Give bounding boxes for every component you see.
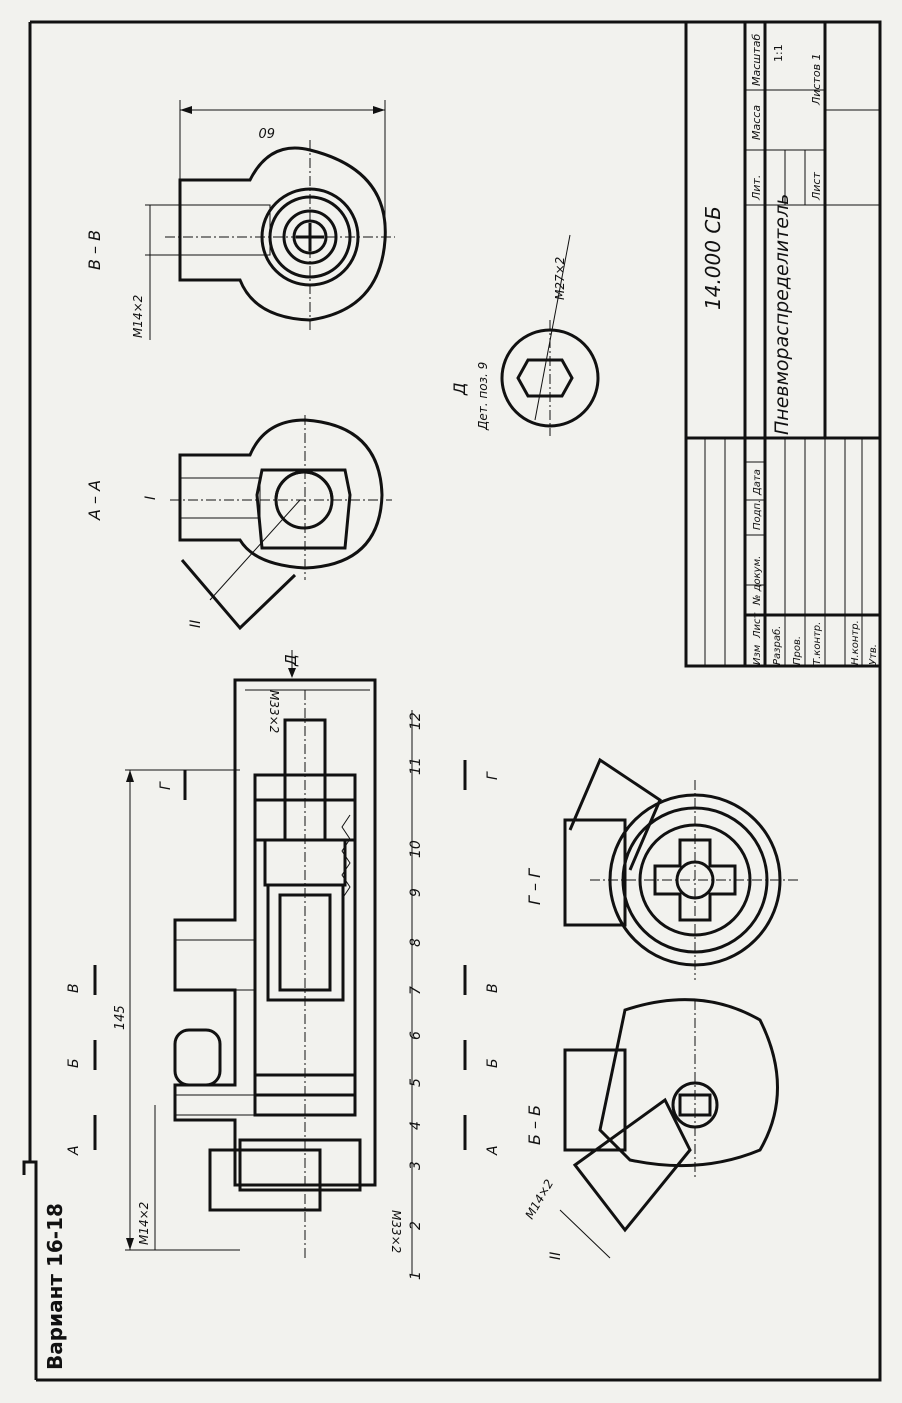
dim-m27: М27×2	[553, 257, 567, 300]
mark-roman-2b: II	[548, 1252, 564, 1260]
label-view-d-note: Дет. поз. 9	[476, 362, 490, 431]
change-doc: № докум.	[752, 556, 763, 606]
pos-2: 2	[408, 1221, 424, 1230]
dim-m14-left: М14×2	[137, 1202, 151, 1245]
dim-145: 145	[113, 1005, 128, 1030]
role-utv: Утв.	[868, 644, 879, 665]
title-block: 14.000 СБ Пневмораспределитель Лит. Масс…	[684, 20, 882, 668]
header-scale: Масштаб	[750, 34, 763, 86]
change-izm: Изм	[752, 644, 763, 665]
product-name: Пневмораспределитель	[771, 194, 793, 435]
sheets-label: Листов 1	[810, 53, 823, 106]
pos-7: 7	[408, 986, 424, 995]
pos-9: 9	[408, 888, 424, 897]
pos-1: 1	[408, 1271, 424, 1280]
mark-a-bottom: А	[485, 1145, 501, 1156]
main-section: 145 М14×2 М33×2 М33×2 Д	[113, 650, 403, 1260]
label-view-d: Д	[450, 383, 469, 397]
designation: 14.000 СБ	[701, 206, 725, 310]
cut-marks	[93, 760, 467, 1150]
label-section-gg: Г – Г	[525, 868, 544, 905]
mark-roman-1: I	[143, 496, 159, 500]
section-gg-view: Г – Г	[525, 757, 800, 980]
pos-4: 4	[408, 1121, 424, 1130]
mark-v-bottom: В	[485, 983, 501, 993]
variant-label: Вариант 16-18	[43, 1203, 67, 1370]
change-list: Лист	[752, 611, 763, 639]
role-prov: Пров.	[792, 636, 803, 665]
pos-10: 10	[408, 840, 424, 858]
label-section-bb: Б – Б	[525, 1105, 544, 1145]
change-sign: Подп.	[752, 500, 763, 530]
section-aa-view: I II А – А	[85, 415, 392, 631]
mark-g-top: Г	[158, 781, 174, 790]
mark-b-bottom: Б	[485, 1058, 501, 1068]
role-tkontr: Т.контр.	[812, 622, 823, 665]
pos-11: 11	[408, 757, 424, 775]
dim-m33-bottom: М33×2	[389, 1210, 403, 1253]
pos-3: 3	[408, 1161, 424, 1170]
section-bb-view: Б – Б М14×2 II	[522, 998, 779, 1260]
mark-b-top: Б	[66, 1058, 82, 1068]
dim-60: 60	[258, 124, 275, 139]
role-razrab: Разраб.	[771, 626, 783, 665]
sheet-label: Лист	[810, 172, 823, 201]
header-mass: Масса	[750, 105, 763, 140]
section-vv-view: 60 М14×2 В – В	[85, 100, 395, 340]
mark-roman-2: II	[188, 620, 204, 628]
dim-m33-top: М33×2	[267, 690, 281, 733]
pos-6: 6	[408, 1031, 424, 1040]
scale-value: 1:1	[772, 44, 785, 62]
role-nkontr: Н.контр.	[850, 620, 861, 665]
change-date: Дата	[752, 469, 763, 496]
label-section-vv: В – В	[85, 230, 104, 270]
sheet-frame-notch	[22, 1160, 38, 1380]
pos-5: 5	[408, 1078, 424, 1087]
dim-m14-bb: М14×2	[522, 1177, 556, 1222]
mark-g-bottom: Г	[485, 771, 501, 780]
header-lit: Лит.	[750, 175, 763, 201]
sheet-frame	[30, 20, 882, 1382]
mark-a-top: А	[66, 1145, 82, 1156]
pos-8: 8	[408, 938, 424, 947]
mark-v-top: В	[66, 983, 82, 993]
label-section-aa: А – А	[85, 480, 104, 521]
dim-m14-top: М14×2	[131, 295, 145, 338]
view-d: М27×2 Д Дет. поз. 9	[450, 234, 600, 436]
pos-12: 12	[408, 712, 424, 730]
mark-d: Д	[282, 654, 300, 667]
